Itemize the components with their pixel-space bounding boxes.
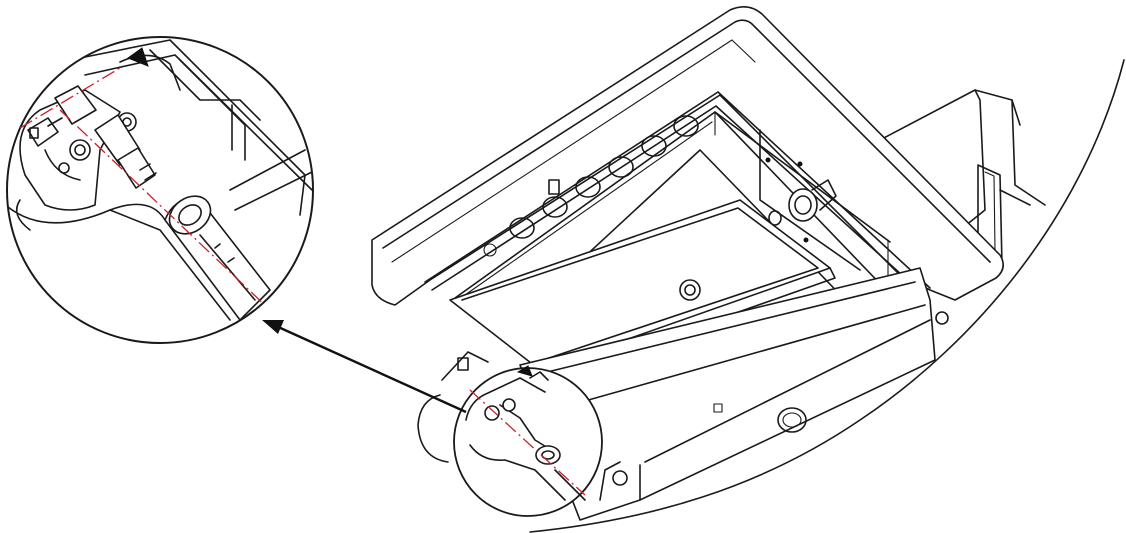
small-detail-circle bbox=[453, 365, 603, 517]
front-panel bbox=[519, 267, 949, 521]
leader-arrow bbox=[262, 320, 467, 414]
drip-tray bbox=[449, 199, 836, 383]
cutaway-arc bbox=[529, 59, 1125, 533]
magnified-detail-circle bbox=[6, 36, 314, 344]
burner-fitting bbox=[765, 157, 837, 243]
valve-housing bbox=[417, 351, 489, 463]
vent-holes bbox=[483, 115, 699, 257]
